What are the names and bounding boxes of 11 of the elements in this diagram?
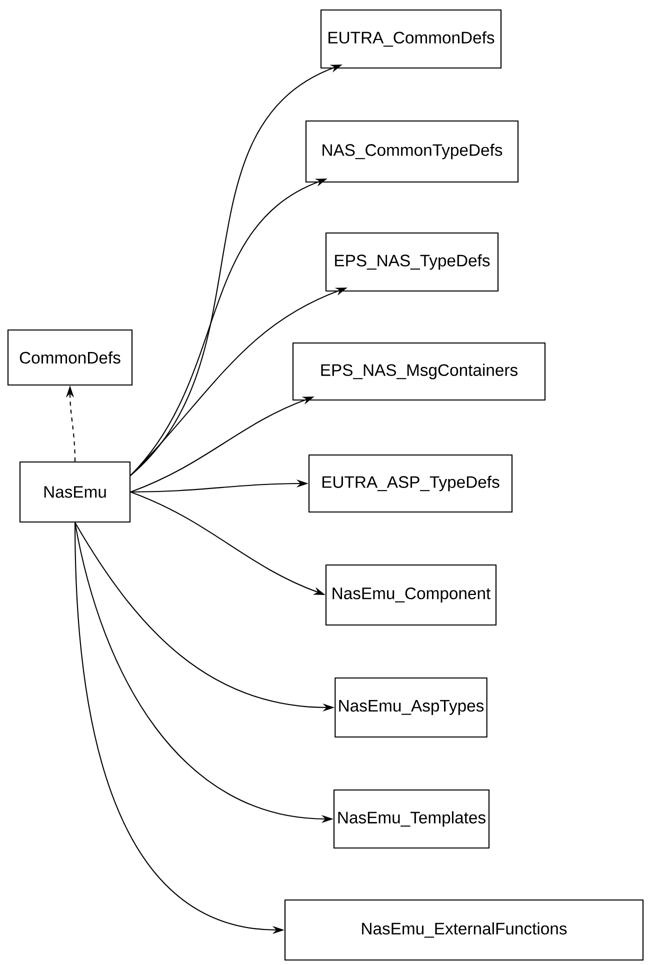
module-box: NasEmu_Templates <box>333 789 490 849</box>
module-box: EPS_NAS_MsgContainers <box>292 342 546 401</box>
module-box: NasEmu <box>19 461 131 523</box>
module-box: NAS_CommonTypeDefs <box>305 120 519 183</box>
module-box: EUTRA_CommonDefs <box>320 9 502 69</box>
module-box: CommonDefs <box>7 329 133 386</box>
module-box: EUTRA_ASP_TypeDefs <box>308 454 513 513</box>
module-box: NasEmu_AspTypes <box>334 677 488 738</box>
module-box: NasEmu_ExternalFunctions <box>284 899 644 961</box>
module-box: EPS_NAS_TypeDefs <box>325 232 499 292</box>
module-box: NasEmu_Component <box>325 564 497 626</box>
